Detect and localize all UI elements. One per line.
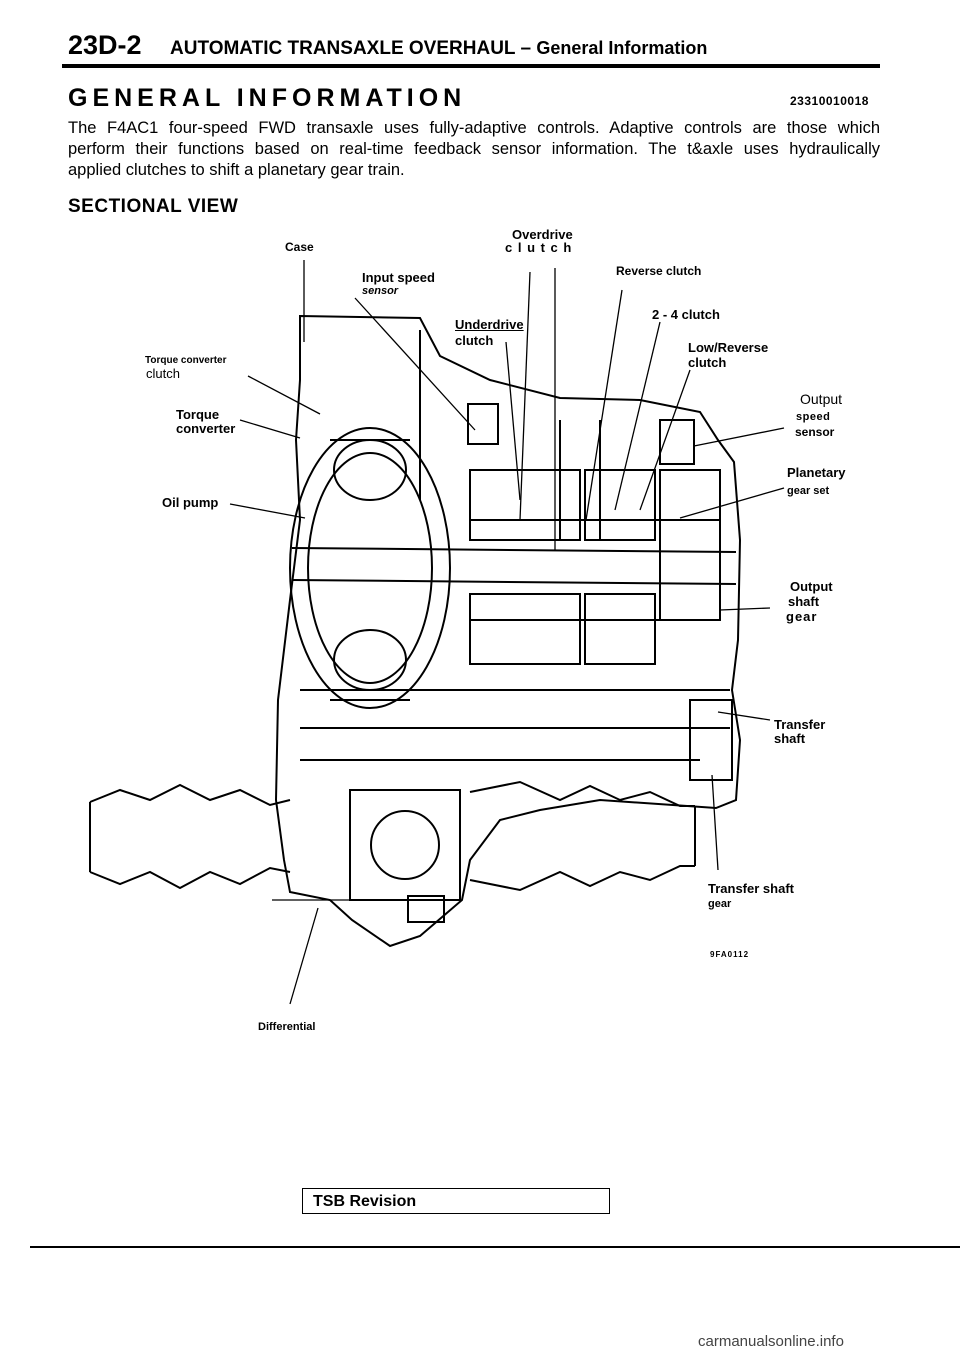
label-output-shaft-gear: Output: [790, 579, 833, 594]
label-output-speed-sensor-2: speed: [796, 411, 831, 423]
tsb-revision-label: TSB Revision: [313, 1193, 417, 1210]
label-oil-pump: Oil pump: [162, 495, 219, 510]
intro-line: The F4AC1 four-speed FWD transaxle uses …: [68, 119, 880, 137]
label-input-speed-sensor-2: sensor: [362, 285, 399, 297]
label-output-shaft-gear-3: gear: [786, 609, 818, 624]
label-torque-converter-clutch: Torque converter: [145, 355, 227, 366]
label-torque-converter-clutch-2: clutch: [146, 366, 180, 381]
page-header-title: AUTOMATIC TRANSAXLE OVERHAUL – General I…: [170, 38, 707, 60]
label-transfer-shaft-gear-2: gear: [708, 898, 732, 910]
figure-code: 9FA0112: [710, 950, 750, 959]
label-planetary-gear-set: Planetary: [787, 465, 846, 480]
label-torque-converter: Torque: [176, 407, 220, 422]
label-output-shaft-gear-2: shaft: [788, 594, 820, 609]
sectional-view-title: SECTIONAL VIEW: [68, 196, 239, 217]
label-transfer-shaft: Transfer: [774, 717, 826, 732]
label-output-speed-sensor-3: sensor: [795, 425, 835, 439]
label-2-4-clutch: 2 - 4 clutch: [652, 307, 720, 322]
header-subtitle: General Information: [536, 38, 708, 58]
page-code: 23D-2: [68, 30, 142, 60]
watermark: carmanualsonline.info: [698, 1333, 844, 1350]
label-overdrive-clutch-2: c l u t c h: [505, 240, 573, 255]
section-title: GENERAL INFORMATION: [68, 84, 467, 112]
label-planetary-gear-set-2: gear set: [787, 485, 830, 497]
intro-paragraph: The F4AC1 four-speed FWD transaxle uses …: [68, 118, 880, 181]
label-differential: Differential: [258, 1021, 316, 1033]
label-low-reverse-clutch-2: clutch: [688, 355, 727, 370]
tsb-revision-box: TSB Revision: [302, 1188, 610, 1214]
footer-rule: [30, 1246, 960, 1248]
intro-line: perform their functions based on real-ti…: [68, 140, 880, 158]
label-torque-converter-2: converter: [176, 421, 236, 436]
label-underdrive-clutch-2: clutch: [455, 333, 494, 348]
label-output-speed-sensor: Output: [800, 391, 843, 407]
header-title: AUTOMATIC TRANSAXLE OVERHAUL –: [170, 38, 537, 59]
label-transfer-shaft-2: shaft: [774, 731, 806, 746]
label-input-speed-sensor: Input speed: [362, 270, 435, 285]
label-reverse-clutch: Reverse clutch: [616, 264, 702, 278]
label-transfer-shaft-gear: Transfer shaft: [708, 881, 794, 896]
intro-line: applied clutches to shift a planetary ge…: [68, 161, 405, 179]
label-underdrive-clutch: Underdrive: [455, 317, 524, 332]
label-case: Case: [285, 240, 314, 254]
section-ref-code: 23310010018: [790, 94, 869, 108]
header-rule: [62, 64, 880, 68]
label-overdrive-clutch: Overdrive: [512, 227, 573, 242]
label-low-reverse-clutch: Low/Reverse: [688, 340, 769, 355]
